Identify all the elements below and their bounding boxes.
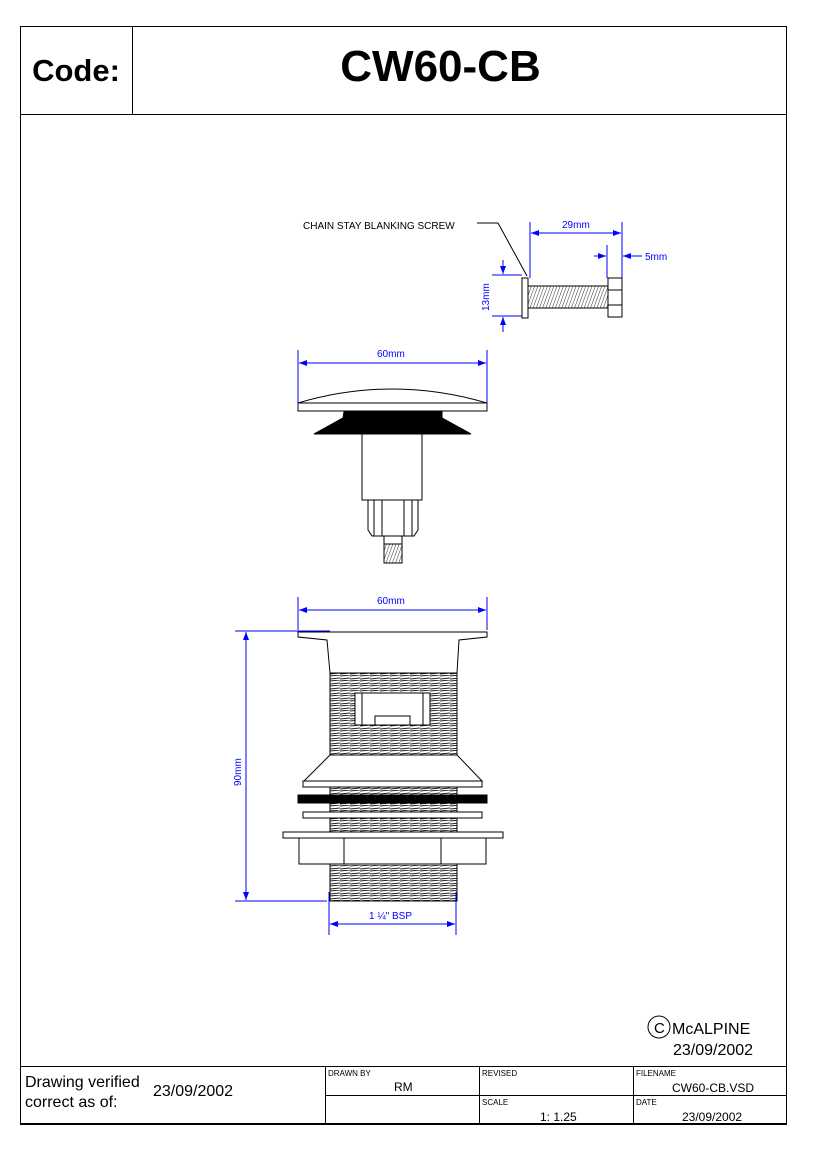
- scale-label: SCALE: [482, 1098, 509, 1107]
- copyright-date: 23/09/2002: [673, 1042, 753, 1059]
- dimensions: [235, 222, 642, 935]
- drawn-by: RM: [394, 1080, 413, 1094]
- dim-cap-width: 60mm: [377, 349, 405, 360]
- title-block: Drawing verified correct as of: 23/09/20…: [20, 1066, 787, 1125]
- date-label: DATE: [636, 1098, 657, 1107]
- dim-thread: 1 ¼" BSP: [369, 910, 412, 922]
- scale: 1: 1.25: [540, 1110, 577, 1124]
- copyright-symbol: C: [654, 1020, 665, 1037]
- dim-screw-length: 29mm: [562, 220, 590, 231]
- dim-body-height: 90mm: [233, 758, 244, 786]
- copyright: C McALPINE 23/09/2002: [647, 1015, 753, 1059]
- dim-body-width: 60mm: [377, 596, 405, 607]
- date: 23/09/2002: [682, 1110, 743, 1124]
- header: [20, 26, 787, 115]
- waste-cap: [297, 388, 488, 564]
- verified-date: 23/09/2002: [153, 1083, 234, 1100]
- blanking-screw: [477, 222, 623, 319]
- screw-label: CHAIN STAY BLANKING SCREW: [303, 221, 455, 232]
- verified-label: Drawing verified correct as of:: [25, 1074, 140, 1111]
- filename-label: FILENAME: [636, 1069, 677, 1078]
- drawn-by-label: DRAWN BY: [328, 1069, 371, 1078]
- product-code: CW60-CB: [340, 42, 541, 91]
- waste-body: [282, 631, 504, 902]
- code-label: Code:: [20, 26, 133, 115]
- copyright-company: McALPINE: [672, 1021, 750, 1038]
- revised-label: REVISED: [482, 1069, 518, 1078]
- dim-screw-head: 5mm: [645, 252, 667, 263]
- dim-screw-plate: 13mm: [481, 283, 492, 311]
- filename: CW60-CB.VSD: [672, 1081, 755, 1095]
